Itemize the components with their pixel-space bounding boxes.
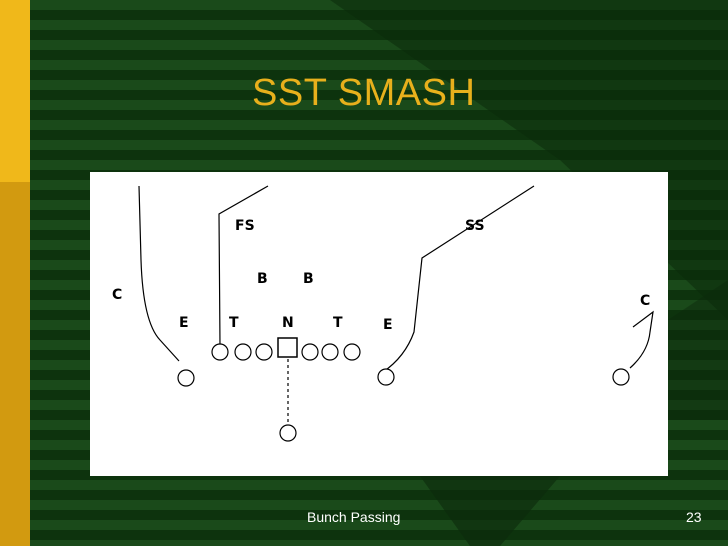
right-corner-route: [629, 310, 654, 369]
lineman-4: [301, 343, 319, 361]
backer-left-label: B: [257, 271, 268, 287]
play-diagram: FS SS B B C C E E T T N: [112, 185, 654, 442]
left-receiver: [177, 369, 195, 387]
tackle-right-label: T: [333, 315, 343, 331]
end-left-label: E: [179, 315, 189, 331]
free-safety-route: [218, 185, 269, 347]
left-accent-bar-bottom: [0, 182, 30, 546]
free-safety-label: FS: [235, 218, 255, 234]
lineman-3: [255, 343, 273, 361]
center: [277, 337, 298, 358]
right-receiver: [377, 368, 395, 386]
lineman-2: [234, 343, 252, 361]
far-right-receiver: [612, 368, 630, 386]
corner-left-label: C: [112, 287, 122, 303]
lineman-1: [211, 343, 229, 361]
play-diagram-panel: FS SS B B C C E E T T N: [90, 172, 668, 476]
corner-right-label: C: [640, 293, 650, 309]
left-corner-route: [138, 185, 180, 362]
lineman-5: [321, 343, 339, 361]
strong-safety-route: [382, 185, 535, 373]
lineman-6: [343, 343, 361, 361]
footer-text: Bunch Passing: [307, 509, 401, 525]
backer-right-label: B: [303, 271, 314, 287]
end-right-label: E: [383, 317, 393, 333]
quarterback: [279, 424, 297, 442]
strong-safety-label: SS: [465, 218, 485, 234]
slide-title: SST SMASH: [252, 72, 476, 114]
slide-number: 23: [686, 509, 702, 525]
nose-label: N: [282, 315, 294, 331]
left-accent-bar-top: [0, 0, 30, 182]
tackle-left-label: T: [229, 315, 239, 331]
